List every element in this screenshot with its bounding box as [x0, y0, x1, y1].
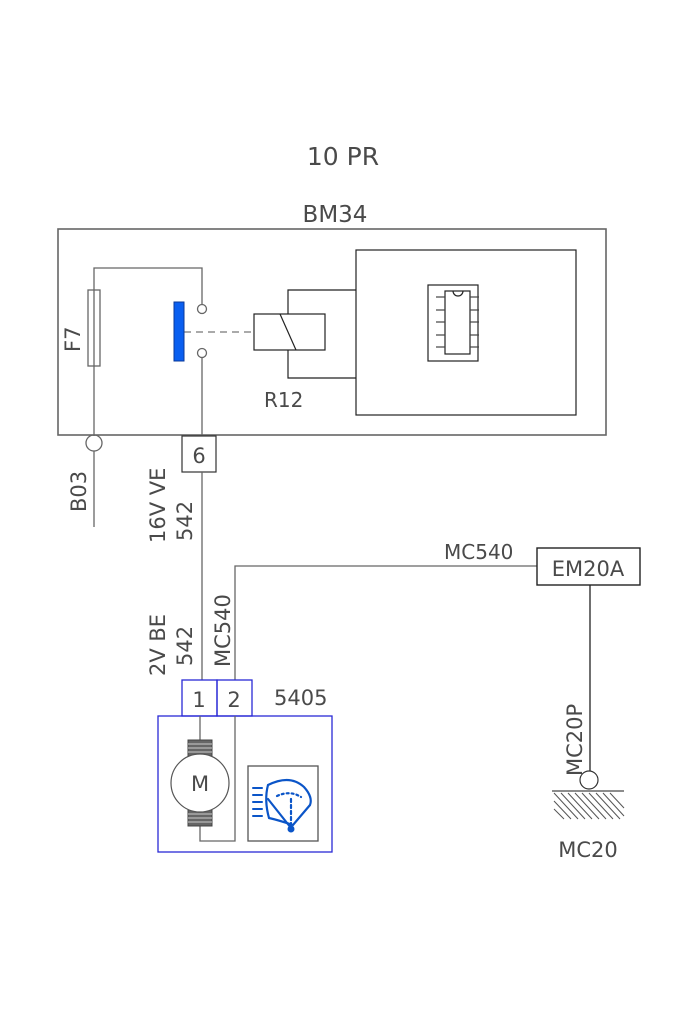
- module-pin-2-label: 2: [227, 688, 240, 712]
- junction-em20a-label: EM20A: [552, 557, 625, 581]
- wire-upper-number: 542: [173, 501, 197, 541]
- switch-terminal-bottom: [196, 347, 208, 359]
- fuse-label: F7: [61, 327, 85, 352]
- unit-label-bm34: BM34: [303, 202, 368, 228]
- fuse-f7: [87, 289, 101, 367]
- ground-wire-label: MC20P: [563, 704, 587, 776]
- control-module-box: [355, 249, 577, 416]
- wire-lower-spec: 2V BE: [146, 614, 170, 676]
- connector-pin-6-label: 6: [192, 444, 205, 468]
- wire-mc540-horizontal-label: MC540: [444, 540, 513, 564]
- wiper-module-box: [157, 715, 333, 853]
- wire-mc540: [234, 565, 537, 680]
- wire-mc540-vertical-label: MC540: [211, 594, 235, 667]
- wire-lower-number: 542: [173, 626, 197, 666]
- ic-chip-icon: [427, 284, 479, 362]
- feed-wire: [93, 267, 203, 436]
- junction-em20a: [536, 547, 641, 586]
- b03-terminal: [85, 434, 103, 452]
- b03-label: B03: [67, 471, 91, 512]
- connector-pin-6: [181, 435, 217, 473]
- relay-coil-icon: [253, 289, 356, 379]
- bm34-enclosure: [57, 228, 607, 436]
- module-label: 5405: [274, 686, 327, 710]
- windscreen-wiper-icon: [247, 765, 319, 842]
- switch-contact: [173, 301, 185, 362]
- switch-terminal-top: [196, 303, 208, 315]
- diagram-title: 10 PR: [307, 142, 379, 171]
- motor-lead-2: [199, 716, 236, 842]
- module-pin-1-label: 1: [192, 688, 205, 712]
- wire-upper-spec: 16V VE: [146, 468, 170, 543]
- ground-point-label: MC20: [558, 838, 618, 862]
- motor-label: M: [191, 772, 209, 796]
- relay-label: R12: [264, 388, 303, 412]
- motor-icon: [170, 739, 230, 827]
- ground-icon: [552, 770, 625, 820]
